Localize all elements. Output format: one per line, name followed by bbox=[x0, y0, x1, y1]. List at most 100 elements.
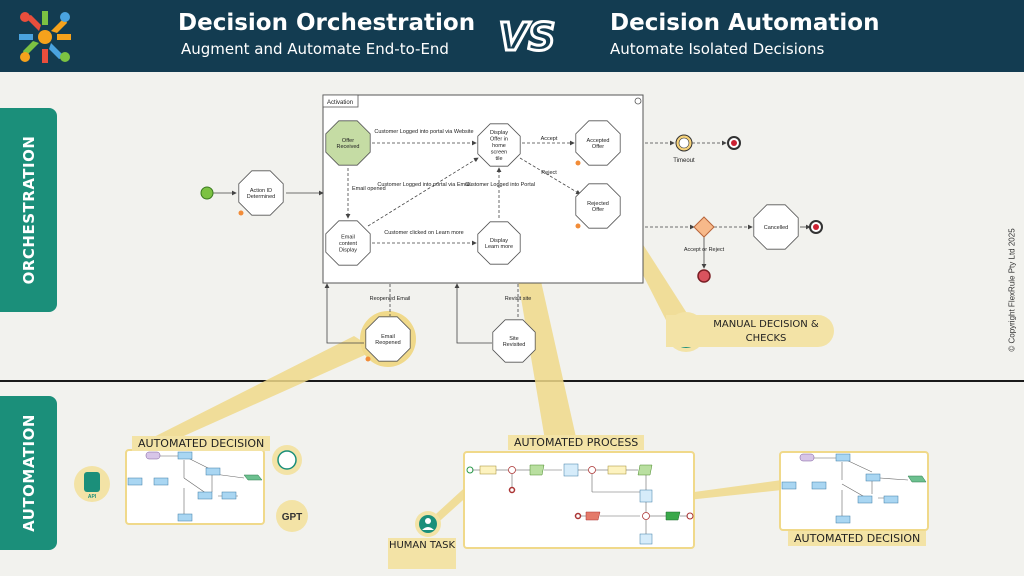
decision-right-output bbox=[907, 475, 927, 483]
label-revisit-site: Revisit site bbox=[505, 296, 532, 302]
label-logged-email: Customer Logged into portal via Email bbox=[377, 182, 470, 188]
edge-revisit-back bbox=[454, 283, 492, 344]
process-subprocess-1 bbox=[563, 463, 579, 477]
timer-face bbox=[678, 137, 690, 149]
timeout-label: Timeout bbox=[673, 158, 695, 164]
process-subprocess-3 bbox=[639, 533, 653, 545]
process-end-2-icon bbox=[574, 512, 582, 520]
flame-icon bbox=[238, 210, 244, 216]
label-logged-portal: Customer Logged into Portal bbox=[465, 182, 535, 188]
decision-right-node-5 bbox=[857, 495, 873, 504]
label-reopened-email: Reopened Email bbox=[370, 296, 411, 302]
process-task-3 bbox=[607, 465, 627, 475]
node-action-id[interactable] bbox=[238, 170, 284, 216]
api-database-icon bbox=[84, 472, 100, 492]
decision-left-node-2 bbox=[127, 477, 143, 486]
label-accept: Accept bbox=[541, 136, 558, 142]
edge-reopened-back bbox=[324, 283, 364, 344]
node-display-learn[interactable] bbox=[477, 221, 521, 265]
end-event-timeout-dot bbox=[731, 140, 737, 146]
manual-decision-label: MANUAL DECISION & CHECKS bbox=[713, 319, 819, 344]
activation-label: Activation bbox=[327, 100, 353, 106]
node-display-offer[interactable] bbox=[477, 123, 521, 167]
automation-section-tab: AUTOMATION bbox=[0, 396, 57, 550]
process-task-4 bbox=[637, 464, 653, 476]
orchestration-section-tab: ORCHESTRATION bbox=[0, 108, 57, 312]
process-end-3-icon bbox=[686, 512, 694, 520]
process-end-1-icon bbox=[508, 486, 516, 494]
flame-icon bbox=[575, 223, 581, 229]
label-accept-or-reject: Accept or Reject bbox=[684, 247, 725, 253]
automated-decision-left-panel bbox=[125, 449, 265, 525]
decision-left-node-6 bbox=[221, 491, 237, 500]
container-close-icon bbox=[634, 97, 642, 105]
orchestration-title: Decision Orchestration bbox=[178, 10, 476, 36]
decision-right-node-7 bbox=[835, 515, 851, 524]
automation-title: Decision Automation bbox=[610, 10, 880, 36]
process-task-6 bbox=[665, 511, 681, 521]
edge-logged-email bbox=[367, 157, 479, 227]
vs-icon: VS bbox=[497, 14, 557, 61]
node-label-cancelled: Cancelled bbox=[764, 225, 788, 231]
decision-left-output bbox=[243, 474, 263, 481]
label-clicked-learn: Customer clicked on Learn more bbox=[384, 230, 463, 236]
process-human-task bbox=[479, 465, 497, 475]
label-reject: Reject bbox=[541, 170, 557, 176]
decision-right-node-4 bbox=[865, 473, 881, 482]
node-cancelled[interactable] bbox=[753, 204, 799, 250]
node-accepted-offer[interactable] bbox=[575, 120, 621, 166]
decision-left-node-7 bbox=[177, 513, 193, 522]
automated-decision-right-label: AUTOMATED DECISION bbox=[788, 531, 927, 546]
manual-decision-callout bbox=[666, 315, 834, 347]
section-divider bbox=[0, 380, 1024, 382]
node-site-revisited[interactable] bbox=[492, 319, 536, 363]
gpt-badge bbox=[276, 500, 308, 532]
end-event-gateway-icon bbox=[697, 269, 711, 283]
activation-tab bbox=[322, 94, 359, 108]
process-task-5 bbox=[585, 511, 601, 521]
decision-right-node-1 bbox=[835, 453, 851, 462]
edge-reject bbox=[519, 157, 581, 195]
node-email-content[interactable] bbox=[325, 220, 371, 266]
process-subprocess-2 bbox=[639, 489, 653, 503]
process-start-icon bbox=[466, 466, 474, 474]
decision-gateway-icon bbox=[693, 216, 715, 238]
end-event-cancelled-dot bbox=[813, 224, 819, 230]
decision-right-node-2 bbox=[781, 481, 797, 490]
automated-process-label: AUTOMATED PROCESS bbox=[508, 435, 645, 450]
gpt-label: GPT bbox=[282, 512, 303, 523]
node-email-reopened[interactable] bbox=[365, 316, 411, 362]
header-banner: Decision Orchestration Augment and Autom… bbox=[0, 0, 1024, 72]
process-gateway-1 bbox=[508, 466, 516, 474]
node-offer-received[interactable] bbox=[325, 120, 371, 166]
automated-decision-left-label: AUTOMATED DECISION bbox=[132, 436, 271, 451]
process-task-2 bbox=[529, 464, 545, 476]
orchestration-subtitle: Augment and Automate End-to-End bbox=[181, 40, 449, 58]
decision-right-node-6 bbox=[883, 495, 899, 504]
process-gateway-2 bbox=[588, 466, 596, 474]
human-task-label: HUMAN TASK bbox=[388, 538, 456, 569]
automated-process-panel bbox=[463, 451, 695, 549]
flame-icon bbox=[575, 160, 581, 166]
brain-icon bbox=[277, 450, 297, 470]
start-event-icon bbox=[200, 186, 214, 200]
decision-right-node-3 bbox=[811, 481, 827, 490]
decision-left-node-1 bbox=[177, 451, 193, 460]
label-logged-website: Customer Logged into portal via Website bbox=[374, 129, 473, 135]
flexrule-logo-icon bbox=[19, 11, 71, 63]
decision-left-node-3 bbox=[153, 477, 169, 486]
decision-left-start bbox=[145, 451, 161, 460]
beam-email-reopened bbox=[136, 336, 376, 448]
automation-subtitle: Automate Isolated Decisions bbox=[610, 40, 825, 58]
node-rejected-offer[interactable] bbox=[575, 183, 621, 229]
